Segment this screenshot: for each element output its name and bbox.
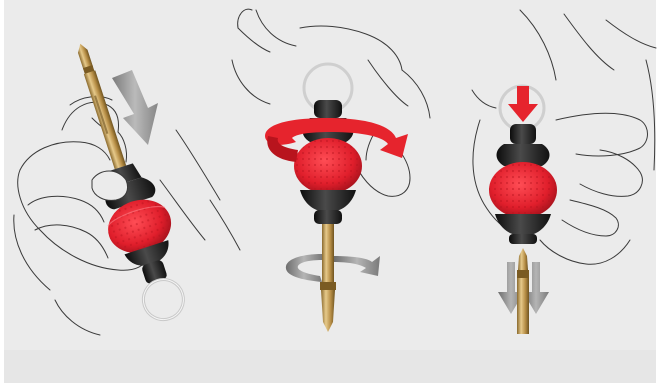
screwdriver-bit-icon <box>517 248 529 334</box>
